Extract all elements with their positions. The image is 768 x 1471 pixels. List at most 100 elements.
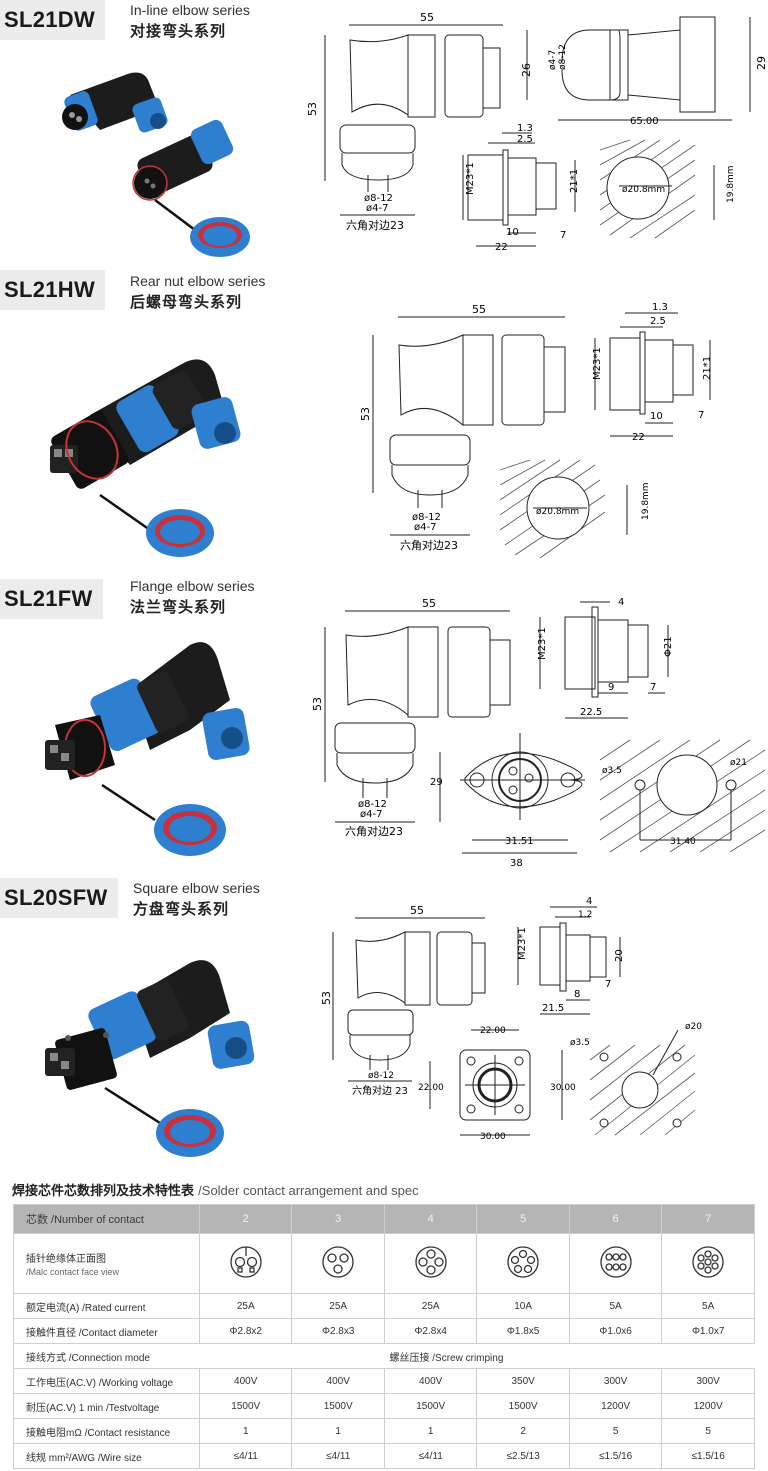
spec-title-en: /Solder contact arrangement and spec (198, 1183, 419, 1198)
series-name-en: Square elbow series (133, 880, 260, 896)
table-row-rated-current: 额定电流(A) /Rated current 25A 25A 25A 10A 5… (13, 1293, 755, 1319)
cell: Φ1.8x5 (476, 1318, 570, 1344)
svg-text:31.51: 31.51 (505, 836, 534, 847)
table-row-contact-diameter: 接触件直径 /Contact diameter Φ2.8x2 Φ2.8x3 Φ2… (13, 1318, 755, 1344)
row-label: 插针绝缘体正面图 /Malc contact face view (13, 1233, 200, 1294)
svg-text:ø8-12: ø8-12 (364, 193, 393, 204)
product-photo-flange-elbow (45, 642, 250, 856)
spec-table-title: 焊接芯件芯数排列及技术特性表 /Solder contact arrangeme… (12, 1180, 419, 1199)
cell: 25A (198, 1293, 293, 1319)
svg-text:30.00: 30.00 (480, 1132, 506, 1142)
cell: 1500V (476, 1393, 570, 1419)
svg-text:ø8-12: ø8-12 (368, 1071, 394, 1081)
svg-text:22: 22 (495, 242, 508, 253)
svg-text:ø8-12: ø8-12 (558, 44, 568, 70)
table-row-connection-mode: 接线方式 /Connection mode 螺丝压接 /Screw crimpi… (13, 1343, 755, 1369)
model-tag: SL21HW (0, 270, 106, 310)
svg-text:9: 9 (608, 682, 614, 693)
svg-text:55: 55 (410, 904, 424, 917)
svg-text:22.00: 22.00 (418, 1083, 444, 1093)
svg-text:10: 10 (650, 411, 663, 422)
svg-text:55: 55 (420, 11, 434, 24)
svg-text:8: 8 (574, 989, 580, 1000)
cell: 1500V (198, 1393, 293, 1419)
svg-text:1.3: 1.3 (652, 302, 668, 313)
svg-text:22.5: 22.5 (580, 707, 602, 718)
product-photo-rear-nut-elbow (50, 359, 241, 557)
cell: 300V (568, 1368, 663, 1394)
spec-title-zh: 焊接芯件芯数排列及技术特性表 (12, 1184, 195, 1199)
row-label: 接触件直径 /Contact diameter (13, 1318, 200, 1344)
model-tag: SL21FW (0, 579, 103, 619)
face-view-cell (476, 1233, 570, 1294)
svg-text:21.5: 21.5 (542, 1003, 564, 1014)
contact-face-4-icon (415, 1246, 447, 1278)
svg-text:7: 7 (698, 410, 704, 421)
cell: ≤4/11 (383, 1443, 478, 1469)
svg-text:1.2: 1.2 (578, 910, 592, 920)
model-tag: SL20SFW (0, 878, 118, 918)
row-label: 接线方式 /Connection mode (13, 1343, 200, 1369)
cell: 1200V (661, 1393, 755, 1419)
svg-text:22: 22 (632, 432, 645, 443)
svg-text:ø3.5: ø3.5 (570, 1038, 590, 1048)
row-label: 额定电流(A) /Rated current (13, 1293, 200, 1319)
svg-text:65.00: 65.00 (630, 116, 659, 127)
technical-drawing-sl21dw: 55 53 ø8-12 ø4-7 六角对边23 26 ø4-7 ø8-12 29… (306, 11, 768, 253)
cell: Φ2.8x2 (198, 1318, 293, 1344)
svg-text:六角对边 23: 六角对边 23 (352, 1084, 408, 1097)
spec-table: 芯数 /Number of contact 2 3 4 5 6 7 插针绝缘体正… (13, 1204, 755, 1469)
cell: 1200V (568, 1393, 663, 1419)
svg-text:19.8mm: 19.8mm (726, 165, 736, 203)
svg-text:21*1: 21*1 (569, 169, 580, 193)
contact-face-5-icon (507, 1246, 539, 1278)
cell: Φ2.8x4 (383, 1318, 478, 1344)
table-row-contact-resistance: 接触电阻mΩ /Contact resistance 1 1 1 2 5 5 (13, 1418, 755, 1444)
svg-text:29: 29 (430, 777, 443, 788)
series-sl21fw: SL21FW Flange elbow series 法兰弯头系列 (0, 575, 768, 875)
contact-face-6-icon (599, 1246, 632, 1278)
header-cell: 7 (661, 1204, 755, 1234)
series-name-en: In-line elbow series (130, 2, 250, 18)
face-view-cell (291, 1233, 385, 1294)
header-cell: 4 (383, 1204, 478, 1234)
svg-text:38: 38 (510, 858, 523, 869)
header-cell: 3 (291, 1204, 385, 1234)
technical-drawing-sl21hw: 55 53 ø8-12 ø4-7 六角对边23 1.3 2.5 M23*1 21… (359, 302, 713, 559)
svg-text:10: 10 (506, 227, 519, 238)
cell: ≤4/11 (291, 1443, 385, 1469)
svg-text:7: 7 (560, 230, 566, 241)
svg-text:M23*1: M23*1 (465, 162, 476, 195)
cell: 1 (198, 1418, 293, 1444)
svg-text:Φ21: Φ21 (663, 636, 674, 657)
svg-text:ø8-12: ø8-12 (412, 512, 441, 523)
contact-face-2-icon (230, 1246, 262, 1278)
svg-text:ø3.5: ø3.5 (602, 766, 622, 776)
cell: 10A (476, 1293, 570, 1319)
cell: ≤1.5/16 (568, 1443, 663, 1469)
cell: Φ1.0x6 (568, 1318, 663, 1344)
svg-text:21*1: 21*1 (702, 356, 713, 380)
svg-text:2.5: 2.5 (517, 134, 533, 145)
cell: 400V (383, 1368, 478, 1394)
svg-text:55: 55 (472, 303, 486, 316)
product-photo-square-elbow (45, 960, 255, 1157)
table-row-test-voltage: 耐压(AC.V) 1 min /Testvoltage 1500V 1500V … (13, 1393, 755, 1419)
row-label: 接触电阻mΩ /Contact resistance (13, 1418, 200, 1444)
row-label: 耐压(AC.V) 1 min /Testvoltage (13, 1393, 200, 1419)
svg-text:ø21: ø21 (730, 758, 747, 768)
cell: ≤2.5/13 (476, 1443, 570, 1469)
cell: 2 (476, 1418, 570, 1444)
svg-text:六角对边23: 六角对边23 (400, 538, 458, 552)
series-name-en: Rear nut elbow series (130, 273, 266, 289)
face-view-cell (198, 1233, 293, 1294)
cell: 1500V (383, 1393, 478, 1419)
contact-face-7-icon (692, 1246, 724, 1278)
svg-text:7: 7 (650, 682, 656, 693)
svg-text:31.40: 31.40 (670, 837, 696, 847)
svg-text:2.5: 2.5 (650, 316, 666, 327)
svg-text:22.00: 22.00 (480, 1026, 506, 1036)
row-label: 线规 mm²/AWG /Wire size (13, 1443, 200, 1469)
cell: 5A (661, 1293, 755, 1319)
table-row-wire-size: 线规 mm²/AWG /Wire size ≤4/11 ≤4/11 ≤4/11 … (13, 1443, 755, 1469)
